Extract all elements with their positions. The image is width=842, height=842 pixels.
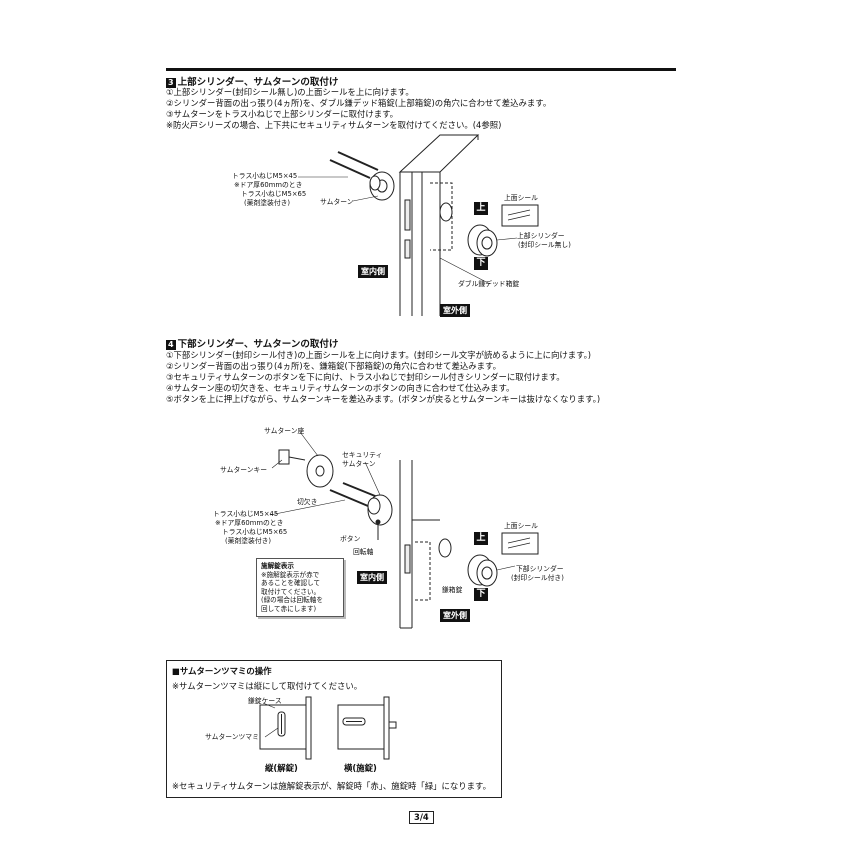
s4-button-label: ボタン [340, 535, 361, 543]
section4-step-1: ①下部シリンダー(封印シール付き)の上面シールを上に向けます。(封印シール文字が… [166, 350, 592, 360]
s4-screw-label-2: ※ドア厚60mmのとき [215, 519, 284, 527]
section4-number: 4 [166, 340, 176, 350]
section3-step-4: ※防火戸シリーズの場合、上下共にセキュリティサムターンを取付けてください。(4参… [166, 120, 502, 130]
s3-thumbturn-label: サムターン [320, 198, 354, 206]
page-number: 3/4 [409, 811, 434, 824]
section4-step-4: ④サムターン座の切欠きを、セキュリティサムターンのボタンの向きに合わせて仕込みま… [166, 383, 515, 393]
s4-seat-label: サムターン座 [264, 427, 305, 435]
s3-up-marker: 上 [474, 202, 488, 215]
box-subtitle: ※サムターンツマミは縦にして取付けてください。 [172, 681, 363, 691]
note-line-5: 回して赤にします) [261, 604, 317, 613]
box-horizontal-label: 横(施錠) [344, 763, 377, 773]
s3-outdoor-tag: 室外側 [440, 304, 470, 317]
section4-title-text: 下部シリンダー、サムターンの取付け [177, 339, 339, 350]
s4-up-marker: 上 [474, 532, 488, 545]
note-line-4: (緑の場合は回転軸を [261, 596, 323, 604]
s4-security-label-2: サムターン [342, 460, 376, 468]
s4-key-label: サムターンキー [220, 466, 268, 474]
s3-screw-label-4: (薬剤塗装付き) [244, 199, 291, 207]
section4-step-5: ⑤ボタンを上に押上げながら、サムターンキーを差込みます。(ボタンが戻るとサムター… [166, 394, 601, 404]
s4-down-marker: 下 [474, 588, 488, 601]
s3-indoor-tag: 室内側 [358, 265, 388, 278]
box-title: ■サムターンツマミの操作 [172, 666, 272, 676]
section3-step-3: ③サムターンをトラス小ねじで上部シリンダーに取付けます。 [166, 109, 399, 119]
s3-upper-cylinder-label-2: (封印シール無し) [518, 241, 571, 249]
section4-step-2: ②シリンダー背面の出っ張り(4ヵ所)を、鎌箱錠(下部箱錠)の角穴に合わせて差込み… [166, 361, 501, 371]
section-top-rule [166, 68, 676, 71]
note-title: 施解錠表示 [261, 562, 294, 570]
s3-deadlock-label: ダブル鎌デッド箱錠 [458, 280, 520, 288]
box-footer: ※セキュリティサムターンは施解錠表示が、解錠時「赤」、施錠時「緑」になります。 [172, 781, 491, 791]
thumbturn-operation-box [166, 660, 502, 798]
s4-indoor-tag: 室内側 [357, 571, 387, 584]
s3-upper-cylinder-label-1: 上部シリンダー [517, 232, 565, 240]
box-vertical-label: 縦(解錠) [265, 763, 298, 773]
s4-lower-cylinder-label-2: (封印シール付き) [511, 574, 564, 582]
lock-indicator-note: 施解錠表示 ※施解錠表示が赤で あることを確認して 取付けてください。 (緑の場… [256, 558, 344, 617]
section3-step-2: ②シリンダー背面の出っ張り(4ヵ所)を、ダブル鎌デッド箱錠(上部箱錠)の角穴に合… [166, 98, 552, 108]
note-line-1: ※施解錠表示が赤で [261, 570, 320, 579]
s4-notch-label: 切欠き [297, 498, 318, 506]
s4-screw-label-1: トラス小ねじM5×45 [213, 510, 279, 518]
s4-outdoor-tag: 室外側 [440, 609, 470, 622]
s3-screw-label-2: ※ドア厚60mmのとき [234, 181, 303, 189]
box-case-label: 鎌錠ケース [248, 697, 282, 705]
note-line-2: あることを確認して [261, 579, 321, 587]
note-line-3: 取付けてください。 [261, 587, 321, 596]
s4-axis-label: 回転軸 [353, 548, 374, 556]
s4-screw-label-4: (薬剤塗装付き) [225, 537, 272, 545]
s3-screw-label-1: トラス小ねじM5×45 [232, 172, 298, 180]
s3-screw-label-3: トラス小ねじM5×65 [241, 190, 307, 198]
section4-step-3: ③セキュリティサムターンのボタンを下に向け、トラス小ねじで封印シール付きシリンダ… [166, 372, 565, 382]
section3-title-text: 上部シリンダー、サムターンの取付け [177, 77, 339, 88]
s4-security-label-1: セキュリティ [342, 451, 383, 459]
s3-down-marker: 下 [474, 257, 488, 270]
s4-lower-cylinder-label-1: 下部シリンダー [516, 565, 564, 573]
s4-screw-label-3: トラス小ねじM5×65 [222, 528, 288, 536]
box-knob-label: サムターンツマミ [205, 733, 259, 741]
s4-top-seal-label: 上面シール [504, 522, 538, 530]
s3-top-seal-label: 上面シール [504, 194, 538, 202]
section3-number: 3 [166, 78, 176, 88]
s4-lock-label: 鎌箱錠 [442, 586, 463, 594]
section3-step-1: ①上部シリンダー(封印シール無し)の上面シールを上に向けます。 [166, 87, 414, 97]
